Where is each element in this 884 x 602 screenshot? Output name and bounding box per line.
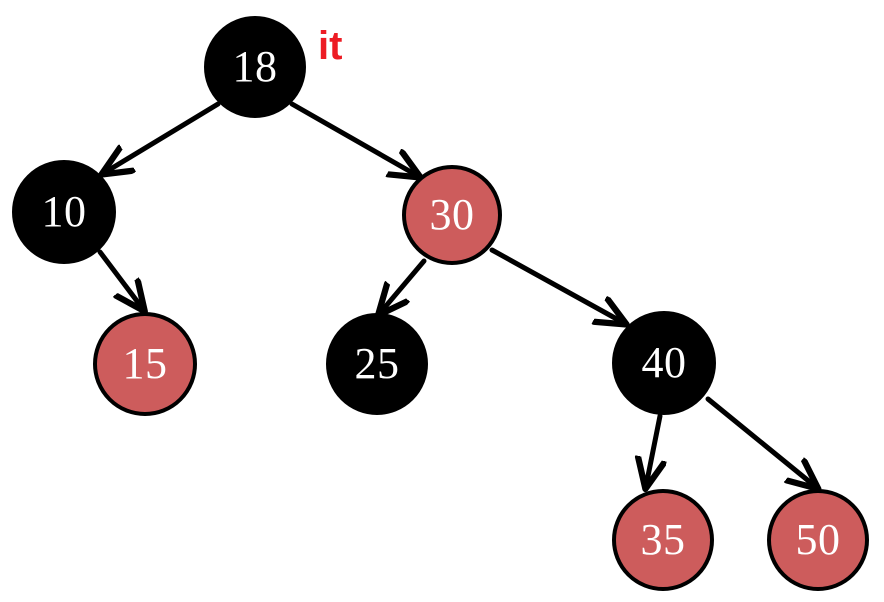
edges-group xyxy=(97,101,816,487)
tree-node-label: 50 xyxy=(795,515,841,564)
tree-node-label: 18 xyxy=(232,42,278,91)
tree-edge xyxy=(97,249,143,309)
tree-node-18[interactable]: 18 xyxy=(204,16,306,118)
tree-edge xyxy=(289,101,418,176)
tree-node-40[interactable]: 40 xyxy=(612,311,716,415)
tree-node-30[interactable]: 30 xyxy=(402,165,502,265)
tree-node-35[interactable]: 35 xyxy=(612,489,714,591)
tree-edge xyxy=(104,101,221,173)
tree-node-label: 10 xyxy=(41,187,87,236)
tree-node-label: 35 xyxy=(640,515,686,564)
annotation-text: it xyxy=(318,24,343,68)
tree-edge xyxy=(705,396,816,487)
tree-node-label: 40 xyxy=(641,338,687,387)
tree-edge xyxy=(489,247,624,323)
tree-edge xyxy=(380,258,427,313)
tree-node-label: 25 xyxy=(354,339,400,388)
tree-node-label: 30 xyxy=(429,190,475,239)
tree-edge xyxy=(646,413,660,486)
tree-node-50[interactable]: 50 xyxy=(767,489,869,591)
tree-node-label: 15 xyxy=(122,339,168,388)
tree-node-25[interactable]: 25 xyxy=(326,313,428,415)
tree-node-15[interactable]: 15 xyxy=(93,312,197,416)
tree-node-10[interactable]: 10 xyxy=(12,160,116,264)
